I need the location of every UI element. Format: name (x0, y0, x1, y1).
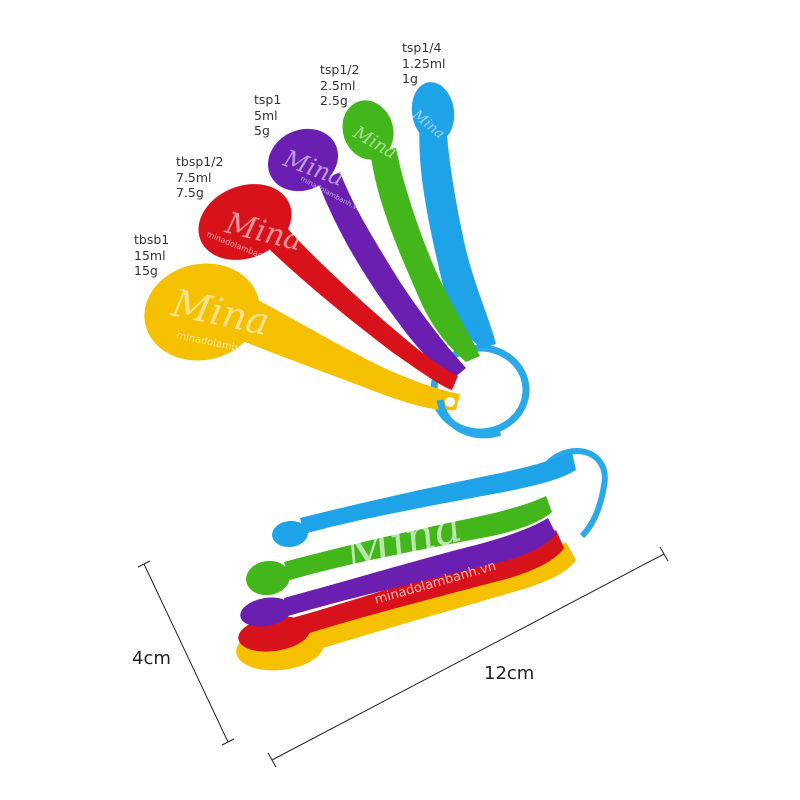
spoon-one-tbsp (144, 263, 460, 411)
stacked-spoon-green (246, 496, 552, 596)
dimension-lines (137, 546, 669, 768)
stacked-spoon-purple (240, 518, 556, 627)
length-dimension-line (271, 553, 665, 761)
label-half-tbsp: tbsp1/2 7.5ml 7.5g (176, 154, 224, 200)
spoon-quarter-tsp (411, 82, 496, 348)
length-dimension-label: 12cm (484, 663, 535, 684)
label-quarter-tsp: tsp1/4 1.25ml 1g (402, 40, 446, 86)
height-dimension-line (143, 563, 229, 743)
stacked-spoon-blue (272, 452, 576, 548)
fanned-spoon-set: Mina Mina Mina Mina Mina minadolambanh.v… (144, 82, 530, 439)
height-dimension-label: 4cm (132, 648, 171, 669)
label-half-tsp: tsp1/2 2.5ml 2.5g (320, 62, 360, 108)
label-one-tbsp: tbsb1 15ml 15g (134, 232, 170, 278)
spoon-one-tsp (267, 128, 466, 378)
stacked-spoon-set: Mina minadolambanh.vn (236, 448, 608, 671)
stacked-spoon-ring (537, 448, 608, 539)
spoon-half-tsp (342, 100, 480, 362)
spoon-ring-front (436, 399, 502, 439)
label-one-tsp: tsp1 5ml 5g (254, 92, 282, 138)
spoon-half-tbsp (198, 184, 458, 390)
